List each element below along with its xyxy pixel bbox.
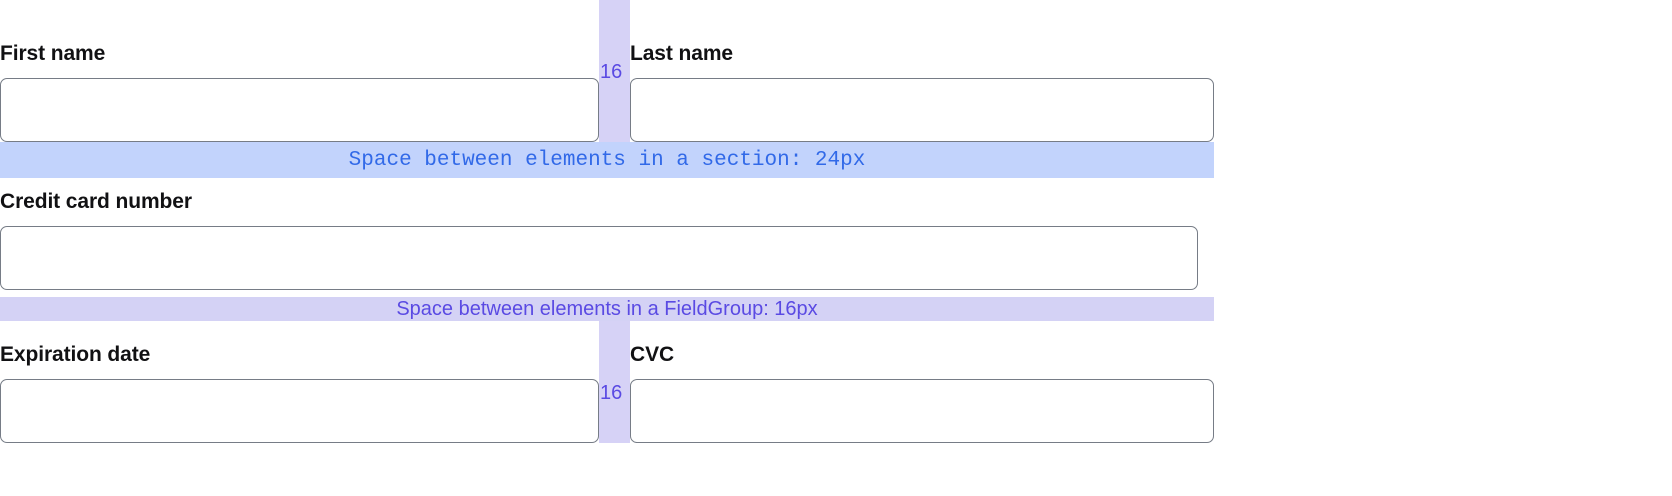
spacing-band-section-text: Space between elements in a section: 24p… [348, 148, 866, 172]
input-expiration-date[interactable] [0, 379, 599, 443]
gap-value-label: 16 [600, 61, 623, 83]
form-content: First name 16 Last name Space between el… [0, 0, 1214, 443]
input-credit-card-number[interactable] [0, 226, 1198, 290]
field-expiration-date: Expiration date [0, 342, 599, 443]
field-last-name: Last name [630, 41, 1214, 142]
field-first-name: First name [0, 41, 599, 142]
gap-marker-name-row: 16 [599, 0, 630, 142]
spacer [0, 290, 1214, 297]
label-first-name: First name [0, 42, 106, 65]
field-credit-card-number: Credit card number [0, 178, 1214, 290]
field-row-card-details: Expiration date 16 CVC [0, 321, 1214, 443]
input-last-name[interactable] [630, 78, 1214, 142]
input-first-name[interactable] [0, 78, 599, 142]
spacing-band-fieldgroup: Space between elements in a FieldGroup: … [0, 297, 1214, 321]
label-credit-card-number: Credit card number [0, 190, 192, 213]
gap-marker-card-details-row: 16 [599, 321, 630, 443]
field-row-name: First name 16 Last name [0, 0, 1214, 142]
gap-value-label: 16 [600, 382, 623, 404]
spacing-band-section: Space between elements in a section: 24p… [0, 142, 1214, 178]
field-cvc: CVC [630, 342, 1214, 443]
input-wrap-credit-card-number [0, 226, 1198, 290]
spacing-band-fieldgroup-text: Space between elements in a FieldGroup: … [396, 298, 818, 320]
label-cvc: CVC [630, 343, 675, 366]
input-cvc[interactable] [630, 379, 1214, 443]
label-expiration-date: Expiration date [0, 343, 151, 366]
label-last-name: Last name [630, 42, 733, 65]
